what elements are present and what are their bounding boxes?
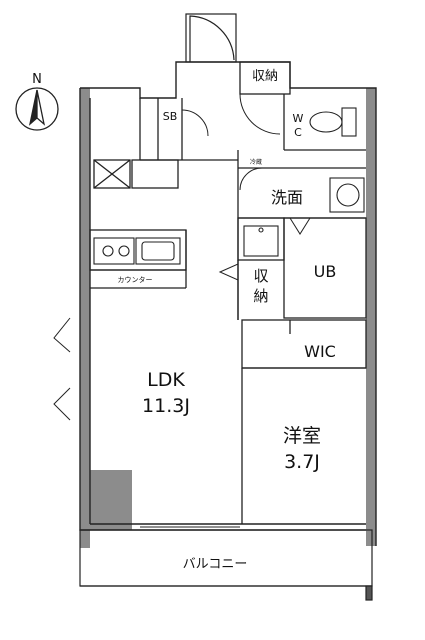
- doors: [53, 93, 311, 421]
- fixtures: [93, 107, 365, 265]
- balcony-area: [79, 529, 373, 601]
- shoe-box-label: SB: [162, 110, 178, 123]
- wc-label: WC: [292, 112, 304, 139]
- window-sash: [140, 523, 240, 528]
- exterior-walls: [80, 88, 376, 548]
- refrigerator-mark: 冷蔵: [249, 159, 262, 166]
- ldk-name: LDK: [147, 369, 185, 391]
- ldk-size: 11.3J: [142, 395, 190, 417]
- bedroom-name: 洋室: [282, 425, 321, 447]
- walk-in-closet-label: WIC: [304, 342, 336, 361]
- unit-bath-label: UB: [313, 262, 337, 281]
- interior-walls: [89, 61, 367, 524]
- washroom-label: 洗面: [270, 188, 303, 207]
- storage-mid-label: 収納: [253, 267, 269, 305]
- storage-top-label: 収納: [251, 69, 278, 84]
- entrance-door: [185, 13, 237, 63]
- compass-icon: [15, 87, 59, 131]
- bedroom-size: 3.7J: [284, 451, 320, 473]
- balcony-label: バルコニー: [182, 557, 248, 572]
- counter-label: カウンター: [117, 276, 153, 284]
- compass-north-label: N: [32, 72, 42, 87]
